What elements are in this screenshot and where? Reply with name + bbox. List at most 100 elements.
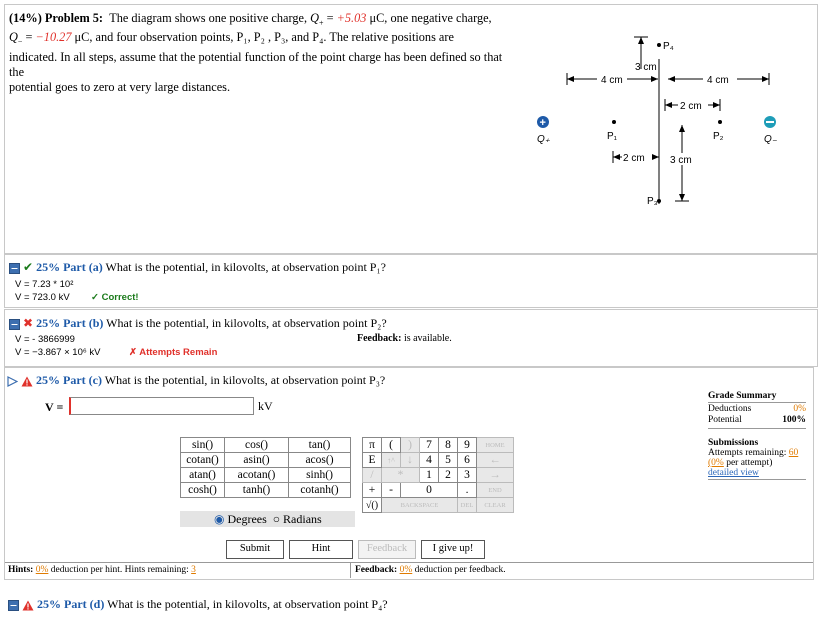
warning-icon	[21, 376, 33, 387]
part-b-feedback: Feedback: is available.	[357, 333, 452, 344]
part-b-panel: ✖ 25% Part (b) What is the potential, in…	[4, 309, 818, 367]
svg-text:+: +	[540, 117, 546, 129]
part-a-question: What is the potential, in kilovolts, at …	[102, 260, 386, 274]
key-7[interactable]: 7	[419, 437, 439, 453]
label-4cm-left: 4 cm	[601, 75, 623, 86]
key-multiply[interactable]: *	[381, 467, 420, 483]
deductions-value: 0%	[793, 404, 806, 414]
calculator: sin()cos()tan() cotan()asin()acos() atan…	[180, 437, 530, 527]
give-up-button[interactable]: I give up!	[421, 540, 485, 559]
key-acos[interactable]: acos()	[288, 452, 351, 468]
part-c-panel: 25% Part (c) What is the potential, in k…	[4, 367, 814, 580]
key-end[interactable]: END	[476, 482, 514, 498]
qminus-value: −10.27	[35, 30, 72, 45]
qplus-value: +5.03	[336, 11, 367, 25]
numeric-keys: π ( ) 7 8 9 HOME E ↑^ ↓ 4 5 6 ← / * 1	[362, 437, 514, 513]
label-p4: P₄	[663, 41, 674, 52]
key-0[interactable]: 0	[400, 482, 458, 498]
angle-mode: ◉ Degrees ○ Radians	[180, 511, 355, 527]
key-acotan[interactable]: acotan()	[224, 467, 289, 483]
problem-statement: (14%) Problem 5: The diagram shows one p…	[9, 11, 503, 94]
key-home[interactable]: HOME	[476, 437, 514, 453]
v-label: V =	[45, 400, 64, 414]
part-c-title: 25% Part (c)	[36, 373, 102, 387]
key-sin[interactable]: sin()	[180, 437, 225, 453]
label-3cm-top: 3 cm	[635, 62, 657, 73]
key-right[interactable]: →	[476, 467, 514, 483]
degrees-radio[interactable]: ◉	[214, 512, 225, 526]
part-b-attempts-remain: ✗ Attempts Remain	[129, 347, 218, 358]
key-up[interactable]: ↑^	[381, 452, 401, 468]
part-b-question: What is the potential, in kilovolts, at …	[103, 316, 387, 330]
key-sinh[interactable]: sinh()	[288, 467, 351, 483]
hints-remaining: 3	[191, 565, 196, 575]
key-tan[interactable]: tan()	[288, 437, 351, 453]
key-cos[interactable]: cos()	[224, 437, 289, 453]
part-d-question: What is the potential, in kilovolts, at …	[104, 597, 388, 611]
key-9[interactable]: 9	[457, 437, 477, 453]
part-c-question: What is the potential, in kilovolts, at …	[101, 373, 386, 387]
attempts-remaining: 60	[788, 448, 799, 458]
key-cotanh[interactable]: cotanh()	[288, 482, 351, 498]
key-down[interactable]: ↓	[400, 452, 420, 468]
key-open-paren[interactable]: (	[381, 437, 401, 453]
warning-icon	[22, 600, 34, 611]
problem-label: (14%) Problem 5:	[9, 11, 104, 25]
key-e[interactable]: E	[362, 452, 382, 468]
key-asin[interactable]: asin()	[224, 452, 289, 468]
positive-charge-icon	[537, 116, 549, 128]
problem-panel: (14%) Problem 5: The diagram shows one p…	[4, 4, 818, 254]
expand-arrow-icon[interactable]	[7, 375, 18, 387]
part-d-row: 25% Part (d) What is the potential, in k…	[8, 597, 388, 612]
key-3[interactable]: 3	[457, 467, 477, 483]
key-cosh[interactable]: cosh()	[180, 482, 225, 498]
part-a-answer-expr: V = 7.23 * 10²	[15, 279, 74, 290]
key-cotan[interactable]: cotan()	[180, 452, 225, 468]
key-close-paren[interactable]: )	[400, 437, 420, 453]
label-2cm-mid: 2 cm	[680, 101, 702, 112]
collapse-icon[interactable]	[8, 599, 19, 611]
label-p3: P₃	[647, 196, 658, 207]
feedback-footer: Feedback: 0% deduction per feedback.	[351, 562, 813, 578]
detailed-view-link[interactable]: detailed view	[708, 468, 759, 478]
radians-radio[interactable]: ○	[272, 512, 281, 526]
label-p2: P₂	[713, 131, 724, 142]
submit-button[interactable]: Submit	[226, 540, 284, 559]
unit-label: kV	[258, 399, 273, 413]
key-dot[interactable]: .	[457, 482, 477, 498]
feedback-button[interactable]: Feedback	[358, 540, 416, 559]
key-2[interactable]: 2	[438, 467, 458, 483]
part-b-title: 25% Part (b)	[36, 316, 104, 330]
key-atan[interactable]: atan()	[180, 467, 225, 483]
key-1[interactable]: 1	[419, 467, 439, 483]
key-plus[interactable]: +	[362, 482, 382, 498]
part-a-panel: ✔ 25% Part (a) What is the potential, in…	[4, 254, 818, 308]
part-a-title: 25% Part (a)	[36, 260, 103, 274]
x-mark-icon: ✖	[23, 316, 34, 330]
key-clear[interactable]: CLEAR	[476, 497, 514, 513]
part-a-answer-value: V = 723.0 kV	[15, 292, 70, 303]
collapse-icon[interactable]	[9, 262, 20, 274]
hint-button[interactable]: Hint	[289, 540, 353, 559]
key-tanh[interactable]: tanh()	[224, 482, 289, 498]
collapse-icon[interactable]	[9, 318, 20, 330]
key-pi[interactable]: π	[362, 437, 382, 453]
label-qminus: Q₋	[764, 134, 778, 145]
label-p1: P₁	[607, 131, 618, 142]
key-minus[interactable]: -	[381, 482, 401, 498]
key-4[interactable]: 4	[419, 452, 439, 468]
charge-diagram: 4 cm 4 cm 3 cm P₄ 2 cm + Q₊ Q₋ P₁	[537, 36, 778, 207]
key-8[interactable]: 8	[438, 437, 458, 453]
check-icon: ✔	[23, 260, 34, 274]
label-3cm-low: 3 cm	[670, 155, 692, 166]
part-d-title: 25% Part (d)	[37, 597, 105, 611]
key-left[interactable]: ←	[476, 452, 514, 468]
potential-value: 100%	[782, 415, 806, 425]
key-6[interactable]: 6	[457, 452, 477, 468]
key-divide[interactable]: /	[362, 467, 382, 483]
answer-input[interactable]	[69, 397, 254, 415]
key-del[interactable]: DEL	[457, 497, 477, 513]
key-5[interactable]: 5	[438, 452, 458, 468]
key-sqrt[interactable]: √()	[362, 497, 382, 513]
key-backspace[interactable]: BACKSPACE	[381, 497, 458, 513]
